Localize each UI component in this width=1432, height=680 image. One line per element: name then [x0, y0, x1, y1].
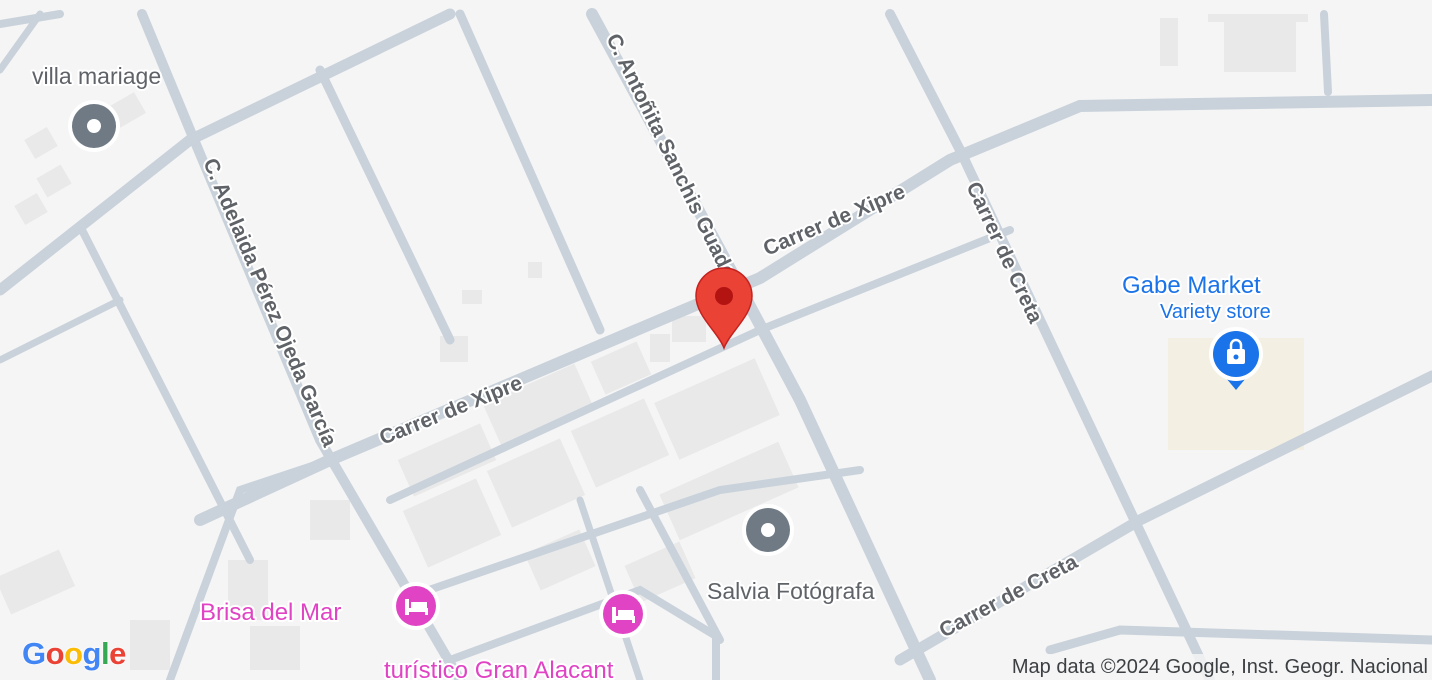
shopping-bag-icon[interactable] [1209, 327, 1263, 390]
shop-label-name[interactable]: Gabe Market [1120, 270, 1263, 301]
google-logo[interactable]: Google [22, 636, 126, 672]
logo-letter: l [100, 636, 110, 671]
street-label-xipre-upper: Carrer de Xipre [760, 180, 909, 260]
bed-icon[interactable] [392, 582, 440, 630]
place-label-villa[interactable]: villa mariage [30, 61, 163, 91]
bed-icon[interactable] [599, 590, 647, 638]
roads [0, 8, 1432, 680]
street-label-creta-lower: Carrer de Creta [936, 550, 1082, 642]
logo-letter: G [22, 636, 46, 671]
place-label-salvia[interactable]: Salvia Fotógrafa [705, 576, 877, 606]
map-attribution[interactable]: Map data ©2024 Google, Inst. Geogr. Naci… [1003, 654, 1432, 680]
place-dot-icon[interactable] [742, 504, 794, 556]
logo-letter: o [45, 636, 65, 671]
street-label-adelaida: C. Adelaida Pérez Ojeda García [198, 155, 341, 450]
location-pin-icon[interactable] [695, 267, 753, 351]
shop-label-category: Variety store [1160, 301, 1271, 323]
logo-letter: g [82, 636, 102, 671]
logo-letter: o [64, 636, 83, 671]
hotel-label-brisa[interactable]: Brisa del Mar [198, 597, 343, 628]
hotel-label-turistico[interactable]: turístico Gran Alacant [382, 655, 616, 680]
place-dot-icon[interactable] [68, 100, 120, 152]
street-label-creta-vertical: Carrer de Creta [961, 178, 1047, 327]
street-label-antonita: C. Antoñita Sanchis Guades [602, 30, 746, 292]
logo-letter: e [109, 636, 126, 671]
street-label-xipre-lower: Carrer de Xipre [376, 371, 525, 449]
